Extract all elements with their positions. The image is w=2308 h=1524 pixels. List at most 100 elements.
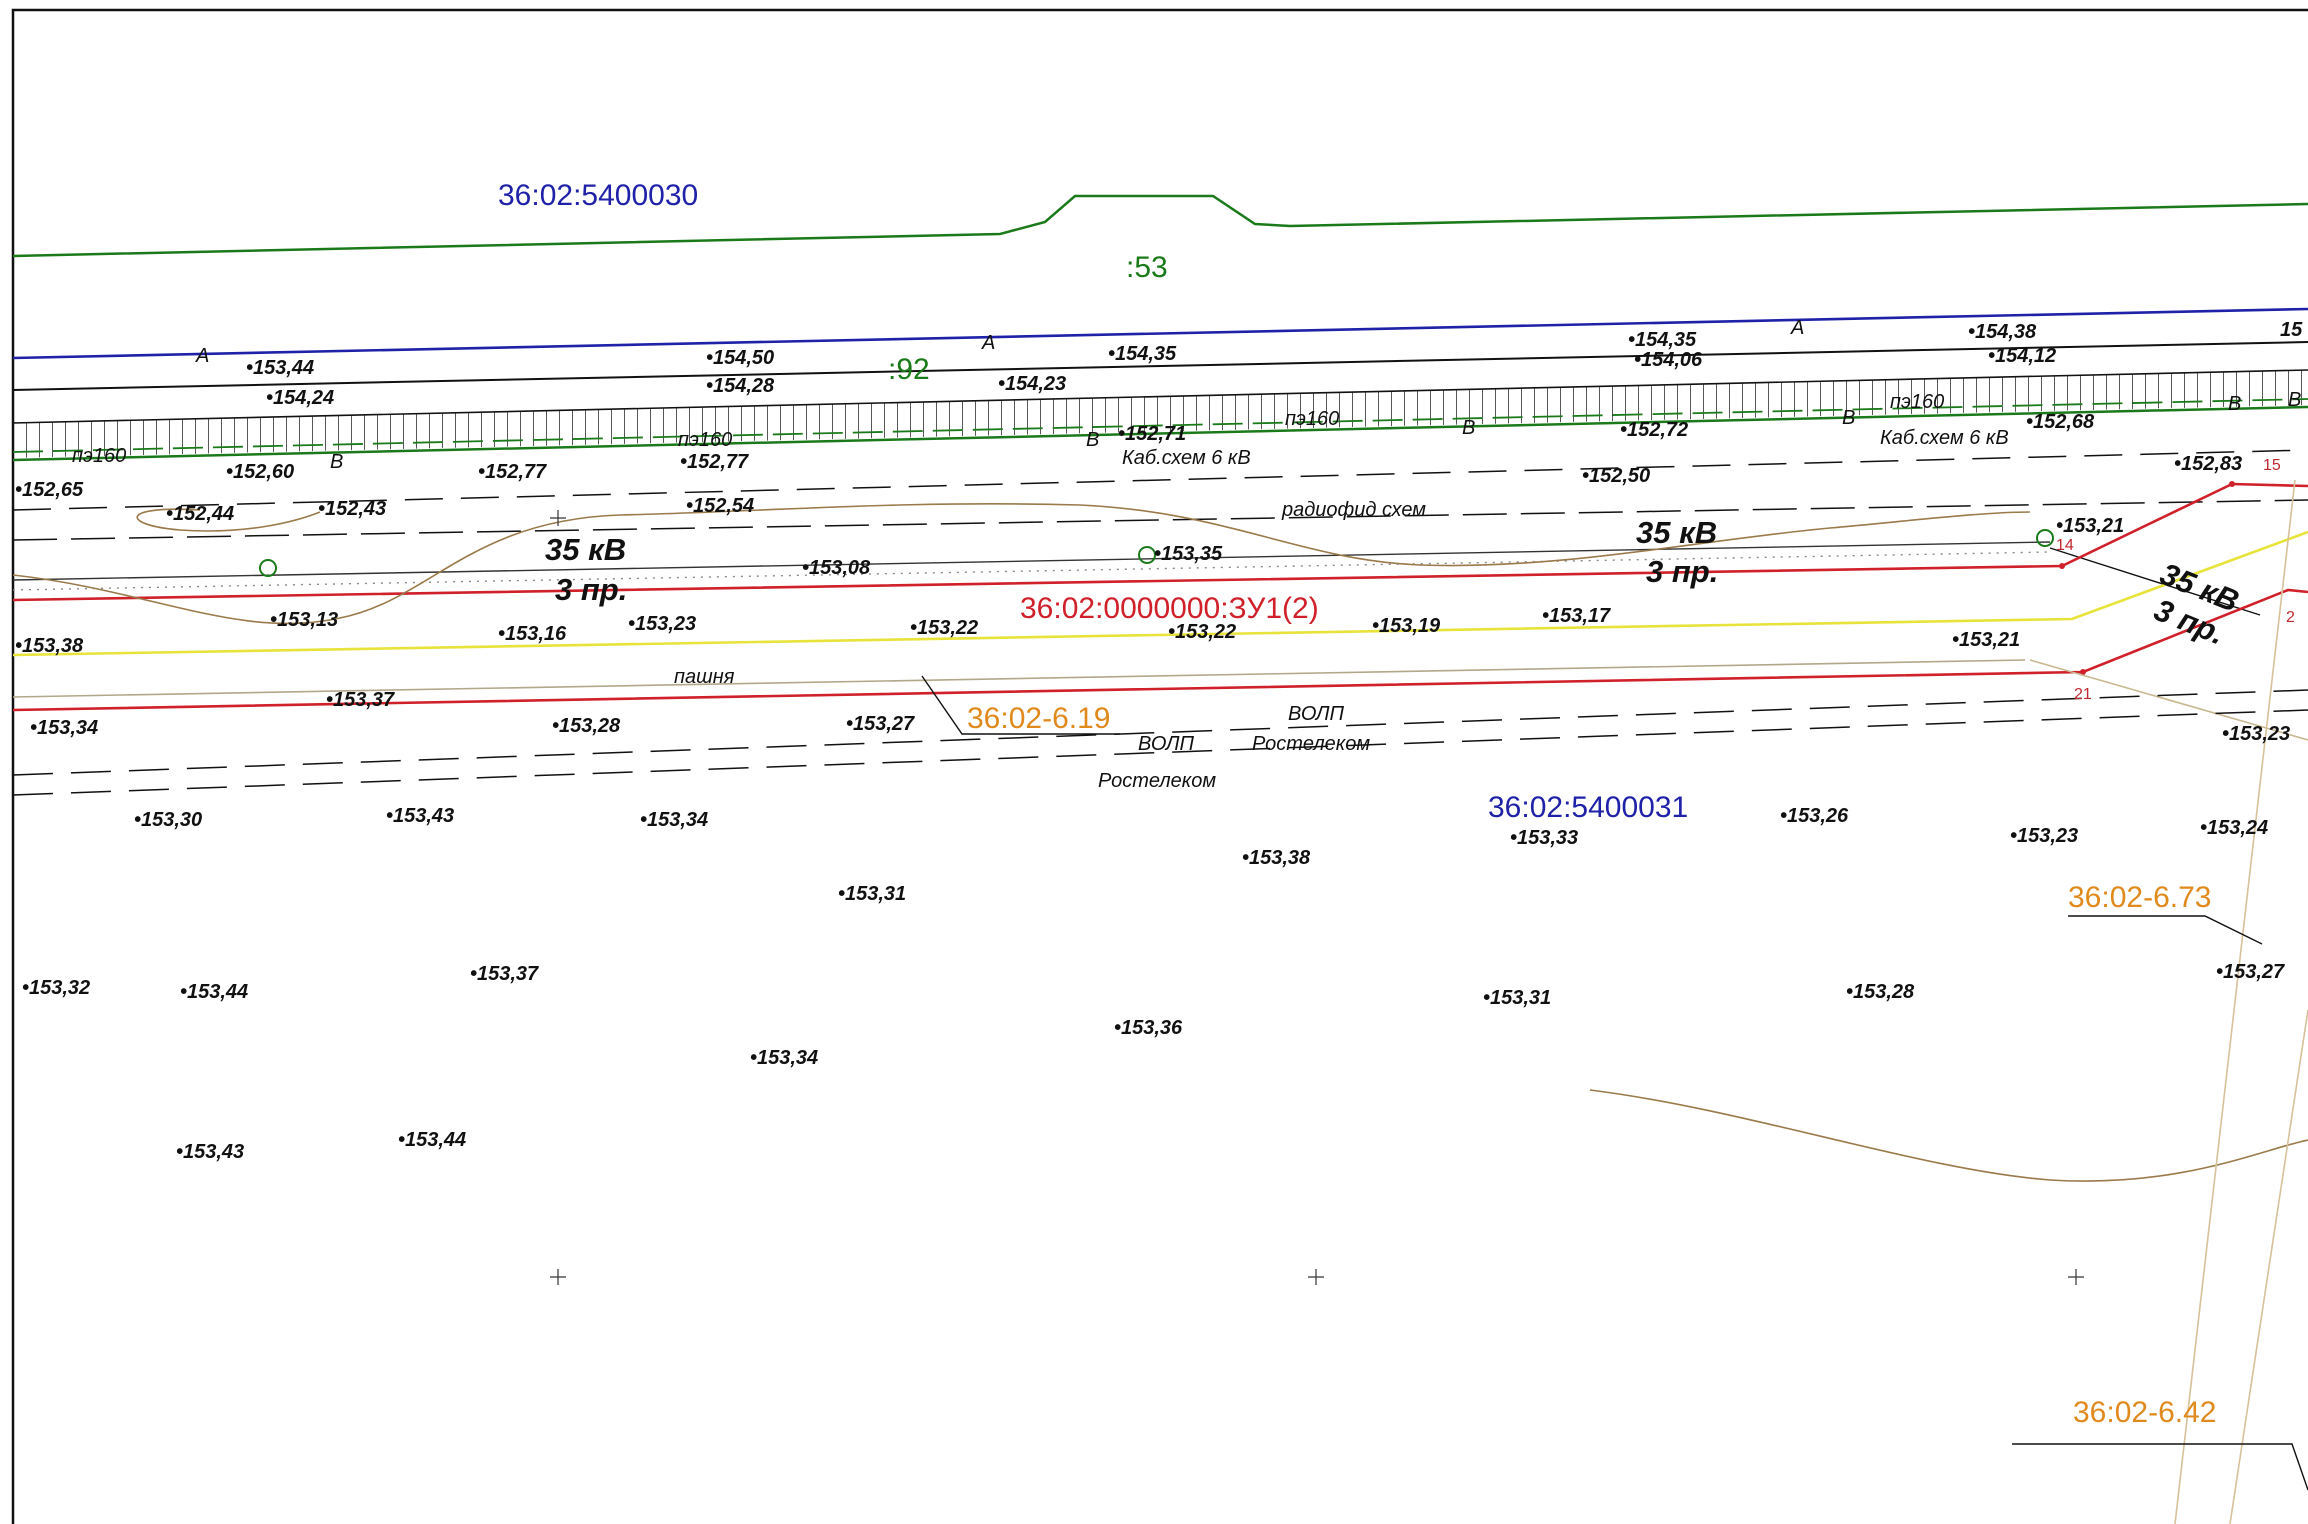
elevation-mark: •153,43	[176, 1141, 244, 1163]
embankment-slope	[13, 370, 2308, 458]
elevation-mark: •153,36	[1114, 1017, 1183, 1039]
power-line-wires: 3 пр.	[1646, 554, 1718, 589]
green-well-symbol	[1138, 546, 1156, 564]
power-line-35kv-branch	[2049, 547, 2261, 616]
boundary-point-number: 15	[2263, 457, 2281, 474]
elevation-mark: •154,24	[266, 387, 334, 409]
elevation-mark: •153,28	[1846, 981, 1915, 1003]
road-edge-mark: А	[981, 332, 995, 354]
elevation-mark: •153,34	[30, 717, 98, 739]
terrain-contour-south	[1589, 1089, 2308, 1182]
boundary-point-marker	[2080, 669, 2086, 675]
elevation-mark: •153,08	[802, 557, 871, 579]
elevation-mark: •153,28	[552, 715, 621, 737]
quarter-label-north: 36:02:5400030	[498, 179, 698, 212]
parcel-92-edge	[12, 405, 2308, 462]
fiber-line-volp-1	[12, 689, 2308, 776]
elevation-mark: •152,72	[1620, 419, 1688, 441]
fiber-line-label: ВОЛП	[1288, 703, 1345, 725]
elevation-mark: •152,50	[1582, 465, 1650, 487]
road-edge-mark: В	[330, 451, 343, 473]
road-top-edge	[12, 341, 2308, 391]
leader-zone-619	[921, 675, 1120, 735]
green-well-symbol	[259, 559, 277, 577]
road-edge-mark: В	[1086, 429, 1099, 451]
elevation-mark: •152,65	[15, 479, 84, 501]
road-edge-mark: А	[1790, 317, 1804, 339]
elevation-mark: •153,35	[1154, 543, 1223, 565]
elevation-mark: •153,17	[1542, 605, 1611, 627]
road-edge-mark: А	[195, 345, 209, 367]
elevation-mark: •152,71	[1118, 423, 1186, 445]
elevation-mark: •152,60	[226, 461, 294, 483]
elevation-mark: •153,22	[910, 617, 978, 639]
elevation-mark: •153,23	[628, 613, 696, 635]
elevation-mark: •154,06	[1634, 349, 1703, 371]
elevation-mark: •153,44	[180, 981, 248, 1003]
yellow-boundary-line	[12, 530, 2308, 657]
gas-pipe-label: пэ160	[1890, 391, 1944, 413]
grid-cross	[2068, 1269, 2084, 1285]
road-edge-mark: В	[1462, 417, 1475, 439]
elevation-mark: •153,21	[1952, 629, 2020, 651]
cable-6kv-label: Каб.схем 6 кВ	[1880, 427, 2009, 449]
elevation-mark: •153,38	[1242, 847, 1311, 869]
terrain-diagonal	[2029, 659, 2308, 741]
elevations-layer: •153,44•154,50•154,35•154,35•154,38•154,…	[15, 321, 2290, 1163]
elevation-mark: •152,83	[2174, 453, 2242, 475]
leader-zone-673	[2068, 915, 2263, 945]
elevation-mark: •152,43	[318, 498, 386, 520]
power-line-wires: 3 пр.	[555, 572, 627, 607]
elevation-mark: •153,38	[15, 635, 84, 657]
elevation-mark: •154,28	[706, 375, 775, 397]
boundary-point-marker	[2229, 481, 2235, 487]
elevation-mark: •153,32	[22, 977, 90, 999]
elevation-mark: •154,38	[1968, 321, 2037, 343]
elevation-mark: •153,31	[838, 883, 906, 905]
elevation-mark: •153,30	[134, 809, 202, 831]
elevation-mark: •154,12	[1988, 345, 2056, 367]
fiber-owner-label: Ростелеком	[1252, 733, 1370, 755]
fiber-line-volp-2	[12, 709, 2308, 796]
elevation-mark: •153,27	[2216, 961, 2285, 983]
elevation-mark: •153,34	[750, 1047, 818, 1069]
elevation-mark: •152,68	[2026, 411, 2095, 433]
terrain-loop	[136, 508, 321, 532]
elevation-mark: •152,44	[166, 503, 234, 525]
road-edge-mark: В	[1842, 407, 1855, 429]
quarter-boundary-line	[12, 307, 2308, 360]
parcel-label-53: :53	[1126, 251, 1168, 284]
edge-elevation-fragment: 15	[2280, 319, 2303, 341]
road-edge-mark: В	[2288, 389, 2301, 411]
embankment-top-line	[12, 369, 2308, 424]
parcel-zu1-boundary-south	[12, 588, 2308, 712]
power-line-label: 35 кВ	[545, 532, 626, 567]
elevation-mark: •153,22	[1168, 621, 1236, 643]
field-label: пашня	[674, 666, 735, 688]
elevation-mark: •153,23	[2010, 825, 2078, 847]
terrain-contour	[12, 503, 2031, 625]
zone-642-boundary	[2174, 479, 2296, 1524]
elevation-mark: •154,50	[706, 347, 774, 369]
elevation-mark: •153,44	[246, 357, 314, 379]
boundary-point-number: 21	[2074, 686, 2092, 703]
zone-label-619: 36:02-6.19	[967, 702, 1110, 735]
power-line-35kv-dotted	[12, 551, 2051, 591]
elevation-mark: •152,77	[680, 451, 749, 473]
parcel-zu1-boundary-north	[12, 482, 2308, 602]
elevation-mark: •153,37	[326, 689, 395, 711]
elevation-mark: •153,26	[1780, 805, 1849, 827]
elevation-mark: •154,35	[1628, 329, 1697, 351]
leader-zone-642	[2012, 1443, 2308, 1491]
zone-label-673: 36:02-6.73	[2068, 881, 2211, 914]
elevation-mark: •153,33	[1510, 827, 1578, 849]
boundary-point-number: 14	[2056, 537, 2074, 554]
zone-673-boundary	[2229, 1009, 2308, 1524]
gas-pipe-label: пэ160	[678, 429, 732, 451]
elevation-mark: •152,54	[686, 495, 754, 517]
parcel-label-92: :92	[888, 353, 930, 386]
gas-pipe-label: пэ160	[1285, 408, 1339, 430]
grid-cross	[550, 1269, 566, 1285]
new-parcel-label: 36:02:0000000:ЗУ1(2)	[1020, 592, 1319, 625]
green-well-symbol	[2036, 529, 2054, 547]
